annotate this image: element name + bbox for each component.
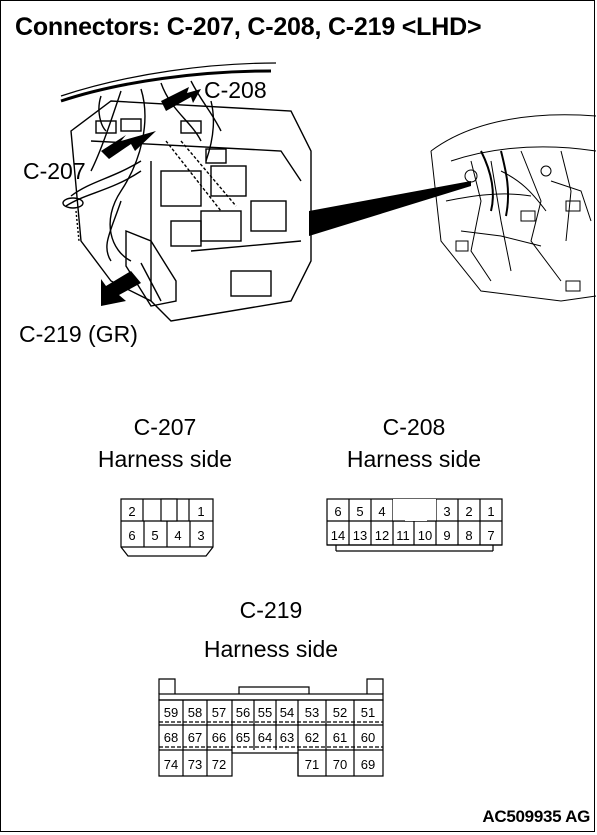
svg-text:2: 2 bbox=[128, 504, 135, 519]
svg-text:1: 1 bbox=[197, 504, 204, 519]
svg-text:53: 53 bbox=[305, 705, 319, 720]
svg-text:13: 13 bbox=[353, 528, 367, 543]
callout-c208: C-208 bbox=[204, 77, 267, 103]
svg-text:62: 62 bbox=[305, 730, 319, 745]
svg-text:60: 60 bbox=[361, 730, 375, 745]
svg-text:73: 73 bbox=[188, 757, 202, 772]
c208-side: Harness side bbox=[346, 446, 482, 472]
svg-text:4: 4 bbox=[378, 504, 385, 519]
svg-text:64: 64 bbox=[258, 730, 272, 745]
svg-text:70: 70 bbox=[333, 757, 347, 772]
svg-text:74: 74 bbox=[164, 757, 178, 772]
svg-text:58: 58 bbox=[188, 705, 202, 720]
svg-text:51: 51 bbox=[361, 705, 375, 720]
svg-text:6: 6 bbox=[128, 528, 135, 543]
svg-text:6: 6 bbox=[334, 504, 341, 519]
svg-text:63: 63 bbox=[280, 730, 294, 745]
svg-text:7: 7 bbox=[487, 528, 494, 543]
svg-text:56: 56 bbox=[236, 705, 250, 720]
figure-id: AC509935 AG bbox=[482, 807, 590, 826]
svg-text:5: 5 bbox=[356, 504, 363, 519]
c207-side: Harness side bbox=[97, 446, 233, 472]
svg-text:8: 8 bbox=[465, 528, 472, 543]
svg-text:65: 65 bbox=[236, 730, 250, 745]
svg-text:14: 14 bbox=[331, 528, 345, 543]
c219-name: C-219 bbox=[239, 597, 303, 623]
svg-text:4: 4 bbox=[174, 528, 181, 543]
svg-text:10: 10 bbox=[418, 528, 432, 543]
svg-text:3: 3 bbox=[443, 504, 450, 519]
svg-text:55: 55 bbox=[258, 705, 272, 720]
c208-name: C-208 bbox=[382, 414, 446, 440]
svg-text:11: 11 bbox=[396, 528, 410, 543]
svg-text:3: 3 bbox=[197, 528, 204, 543]
svg-text:72: 72 bbox=[212, 757, 226, 772]
svg-text:69: 69 bbox=[361, 757, 375, 772]
svg-text:67: 67 bbox=[188, 730, 202, 745]
svg-text:5: 5 bbox=[151, 528, 158, 543]
svg-text:52: 52 bbox=[333, 705, 347, 720]
svg-text:54: 54 bbox=[280, 705, 294, 720]
svg-text:66: 66 bbox=[212, 730, 226, 745]
svg-text:2: 2 bbox=[465, 504, 472, 519]
svg-text:57: 57 bbox=[212, 705, 226, 720]
callout-c219: C-219 (GR) bbox=[19, 321, 138, 347]
svg-text:12: 12 bbox=[375, 528, 389, 543]
callout-c207: C-207 bbox=[23, 158, 86, 184]
svg-text:71: 71 bbox=[305, 757, 319, 772]
svg-text:1: 1 bbox=[487, 504, 494, 519]
c219-side: Harness side bbox=[203, 636, 339, 662]
c207-name: C-207 bbox=[133, 414, 197, 440]
svg-text:59: 59 bbox=[164, 705, 178, 720]
svg-text:68: 68 bbox=[164, 730, 178, 745]
page-title: Connectors: C-207, C-208, C-219 <LHD> bbox=[15, 13, 482, 41]
svg-text:61: 61 bbox=[333, 730, 347, 745]
svg-text:9: 9 bbox=[443, 528, 450, 543]
